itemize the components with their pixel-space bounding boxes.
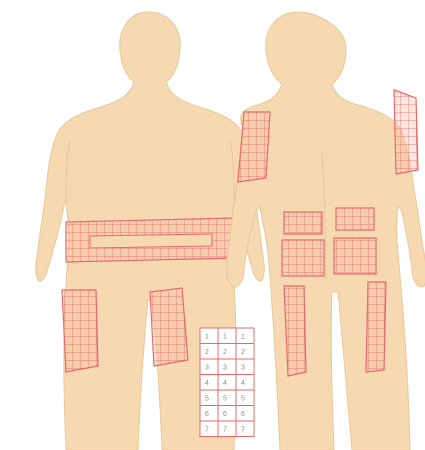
legend-cell-number: 2 (205, 349, 209, 356)
legend-cell (236, 390, 254, 406)
back-left-upper-arm-zone (238, 112, 270, 182)
legend-cell (236, 375, 254, 391)
legend-cell (218, 390, 236, 406)
legend-cell (200, 344, 218, 360)
legend-cell (218, 328, 236, 344)
legend-cell-number: 6 (241, 411, 245, 418)
legend-cell (218, 344, 236, 360)
legend-cell (218, 421, 236, 437)
legend-cell (236, 328, 254, 344)
back-left-buttock-zone (282, 240, 324, 276)
legend-cell-number: 5 (241, 396, 245, 403)
front-right-thigh-zone (150, 288, 188, 366)
legend-cell-number: 7 (205, 427, 209, 434)
legend-cell-number: 4 (241, 380, 245, 387)
legend-cell-number: 4 (223, 380, 227, 387)
legend-cell (200, 421, 218, 437)
back-left-thigh-zone (284, 286, 306, 376)
legend-cell-number: 6 (205, 411, 209, 418)
legend-cell (200, 390, 218, 406)
legend-cell (236, 406, 254, 422)
legend-cell-number: 4 (205, 380, 209, 387)
legend-cell (236, 359, 254, 375)
back-right-buttock-zone (334, 238, 376, 274)
legend-cell-number: 5 (205, 396, 209, 403)
legend-cell-number: 7 (223, 427, 227, 434)
legend-cell (200, 375, 218, 391)
legend-cell (218, 406, 236, 422)
legend-cell-number: 7 (241, 427, 245, 434)
legend-cell (200, 328, 218, 344)
legend-cell-number: 1 (205, 334, 209, 341)
legend-cell (200, 359, 218, 375)
front-abdomen-zone (66, 218, 236, 262)
legend-cell (218, 359, 236, 375)
legend-cell (236, 344, 254, 360)
legend-cell-number: 2 (241, 349, 245, 356)
legend-cell-number: 1 (241, 334, 245, 341)
back-right-lower-back-zone (336, 208, 374, 230)
legend-cell-number: 3 (205, 365, 209, 372)
rotation-legend-grid: 1 1 1 2 2 2 3 3 3 4 4 4 5 5 5 6 6 6 7 7 7 (200, 328, 254, 437)
legend-cell-number: 2 (223, 349, 227, 356)
legend-cell-number: 5 (223, 396, 227, 403)
legend-cell (236, 421, 254, 437)
legend-cell (200, 406, 218, 422)
back-right-upper-arm-zone (394, 90, 418, 174)
legend-cell-number: 3 (223, 365, 227, 372)
legend-cell (218, 375, 236, 391)
back-right-thigh-zone (366, 282, 386, 372)
legend-cell-number: 1 (223, 334, 227, 341)
legend-cell-number: 6 (223, 411, 227, 418)
back-left-lower-back-zone (284, 212, 322, 234)
front-left-thigh-zone (62, 290, 98, 372)
legend-cell-number: 3 (241, 365, 245, 372)
